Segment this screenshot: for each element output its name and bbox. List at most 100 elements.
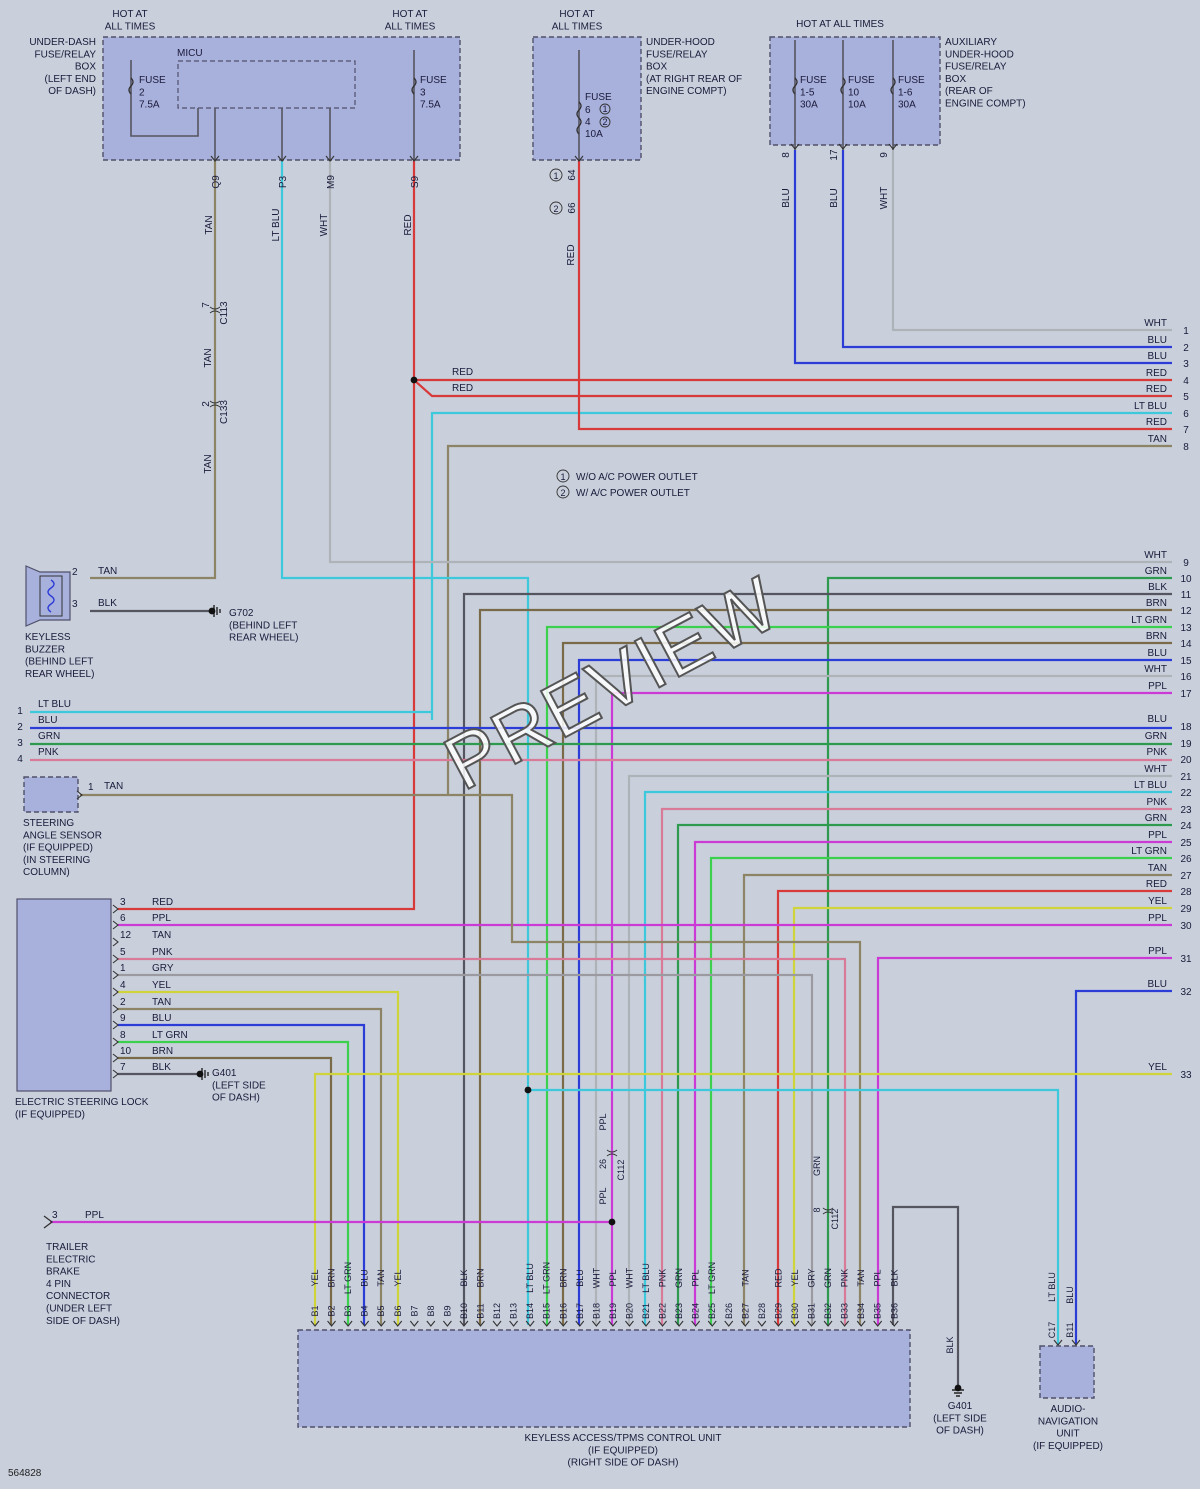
wire-color-label: PPL bbox=[1148, 681, 1167, 692]
pin-terminal bbox=[658, 1320, 667, 1327]
unit-wire-color: TAN bbox=[740, 1269, 750, 1286]
wire-29 bbox=[792, 906, 1172, 1325]
unit-wire-color: LT GRN bbox=[542, 1262, 552, 1294]
document-number: 564828 bbox=[8, 1468, 42, 1479]
wire-color-label: PNK bbox=[1146, 747, 1167, 758]
pin-terminal bbox=[112, 1053, 119, 1063]
unit-wire-color: BLU bbox=[575, 1269, 585, 1287]
unit-pin-label: B32 bbox=[823, 1303, 833, 1319]
unit-pin-label: B33 bbox=[840, 1303, 850, 1319]
unit-wire-color: LT BLU bbox=[641, 1263, 651, 1293]
pin-terminal bbox=[840, 1320, 850, 1327]
wire-number: 10 bbox=[1180, 574, 1192, 585]
pin-terminal bbox=[112, 987, 119, 997]
pin-terminal bbox=[575, 1320, 585, 1327]
pin-terminal bbox=[740, 1320, 750, 1327]
pin-terminal bbox=[625, 1320, 634, 1327]
unit-wire-color: BLK bbox=[459, 1269, 469, 1286]
wire-lock-pnk bbox=[118, 957, 847, 1325]
unit-pin-label: B10 bbox=[459, 1303, 469, 1319]
unit-pin-label: B31 bbox=[807, 1303, 817, 1319]
buzzer-coil bbox=[47, 579, 55, 613]
pin-label: 3 bbox=[52, 1210, 58, 1221]
fuse-label: FUSE bbox=[585, 92, 612, 103]
ground-label: G401 bbox=[948, 1401, 973, 1412]
audio-unit-label: AUDIO- bbox=[1051, 1404, 1086, 1415]
pin-terminal bbox=[112, 1020, 119, 1030]
fuse-label: 30A bbox=[800, 100, 818, 111]
wire-9 bbox=[328, 160, 1172, 564]
pin-terminal bbox=[888, 143, 898, 150]
pin-terminal bbox=[724, 1320, 734, 1327]
pin-terminal bbox=[112, 1037, 119, 1047]
wire-number: 1 bbox=[1183, 326, 1189, 337]
wire-33 bbox=[313, 1072, 1172, 1325]
wire-color-label: RED bbox=[1146, 384, 1167, 395]
unit-pin-label: B18 bbox=[591, 1303, 601, 1319]
pin-terminal bbox=[343, 1320, 353, 1327]
underhood-label: ENGINE COMPT) bbox=[646, 86, 727, 97]
circle-marker bbox=[599, 103, 611, 115]
unit-pin-label: B25 bbox=[707, 1303, 717, 1319]
wire-color-label: YEL bbox=[152, 980, 171, 991]
buzzer-label: REAR WHEEL) bbox=[25, 669, 94, 680]
pin-terminal bbox=[76, 790, 83, 800]
keyless-unit-label: (RIGHT SIDE OF DASH) bbox=[568, 1458, 679, 1469]
wire-color-label: RED bbox=[1146, 368, 1167, 379]
pin-label: 2 bbox=[201, 401, 212, 407]
audio-unit-label: UNIT bbox=[1056, 1429, 1079, 1440]
wire-number: 19 bbox=[1180, 739, 1192, 750]
steering-lock-box bbox=[16, 898, 112, 1092]
wire-color-label: BRN bbox=[152, 1046, 173, 1057]
unit-wire-color: PNK bbox=[840, 1269, 850, 1288]
wire-lock-gry bbox=[118, 973, 814, 1325]
unit-pin-label: B8 bbox=[426, 1305, 436, 1316]
pin-terminal bbox=[112, 904, 119, 914]
pin-terminal bbox=[112, 937, 119, 947]
pin-terminal bbox=[442, 1320, 452, 1327]
underhood-box bbox=[532, 36, 642, 161]
wire-color-label: WHT bbox=[879, 187, 890, 210]
underhood-label: UNDER-HOOD bbox=[646, 37, 715, 48]
fuse-label: 10A bbox=[848, 100, 866, 111]
pin-terminal bbox=[691, 1320, 701, 1327]
circle-number: 1 bbox=[602, 104, 607, 114]
unit-wire-color: PNK bbox=[658, 1269, 668, 1288]
unit-wire-color: PPL bbox=[691, 1269, 701, 1286]
wire-color-label: BRN bbox=[1146, 631, 1167, 642]
wire-color-label: BLK bbox=[152, 1062, 171, 1073]
wire-color-label: GRN bbox=[1145, 566, 1167, 577]
buzzer-coil-frame bbox=[39, 575, 63, 617]
pin-terminal bbox=[757, 1320, 767, 1327]
buzzer-label: (BEHIND LEFT bbox=[25, 657, 93, 668]
wire-color-label: BLU bbox=[1148, 351, 1167, 362]
unit-pin-label: B35 bbox=[873, 1303, 883, 1319]
hot-at-all-times: ALL TIMES bbox=[105, 21, 156, 32]
trailer-label: ELECTRIC bbox=[46, 1254, 95, 1265]
wire-number: 17 bbox=[1180, 689, 1192, 700]
fuse-label: 1-6 bbox=[898, 87, 913, 98]
unit-pin-label: B3 bbox=[343, 1305, 353, 1316]
underdash-label: UNDER-DASH bbox=[29, 37, 96, 48]
audio-pin-label: C17 bbox=[1047, 1322, 1057, 1339]
pin-terminal bbox=[674, 1320, 684, 1327]
unit-pin-label: B5 bbox=[376, 1305, 386, 1316]
wire-lock-blu bbox=[118, 1023, 366, 1325]
fuse-label: FUSE bbox=[898, 75, 925, 86]
pin-terminal bbox=[476, 1320, 485, 1327]
wire-color-label: TAN bbox=[1148, 434, 1167, 445]
pin-terminal bbox=[112, 954, 119, 964]
wire-color-label: BLU bbox=[152, 1013, 171, 1024]
pin-label: 8 bbox=[120, 1030, 126, 1041]
wire-color-label: RED bbox=[403, 214, 414, 235]
wire-16 bbox=[594, 674, 1172, 1325]
splice-dot bbox=[208, 607, 216, 615]
hot-at-all-times: HOT AT bbox=[112, 9, 147, 20]
wire-unit-ground bbox=[891, 1205, 960, 1385]
connector-symbol bbox=[606, 1149, 618, 1157]
splice-dot bbox=[410, 376, 418, 384]
connector-symbol bbox=[209, 400, 221, 408]
steering-lock-label: ELECTRIC STEERING LOCK bbox=[15, 1097, 149, 1108]
fuse-label: 2 bbox=[139, 87, 145, 98]
wire-color-label: TAN bbox=[204, 215, 215, 234]
